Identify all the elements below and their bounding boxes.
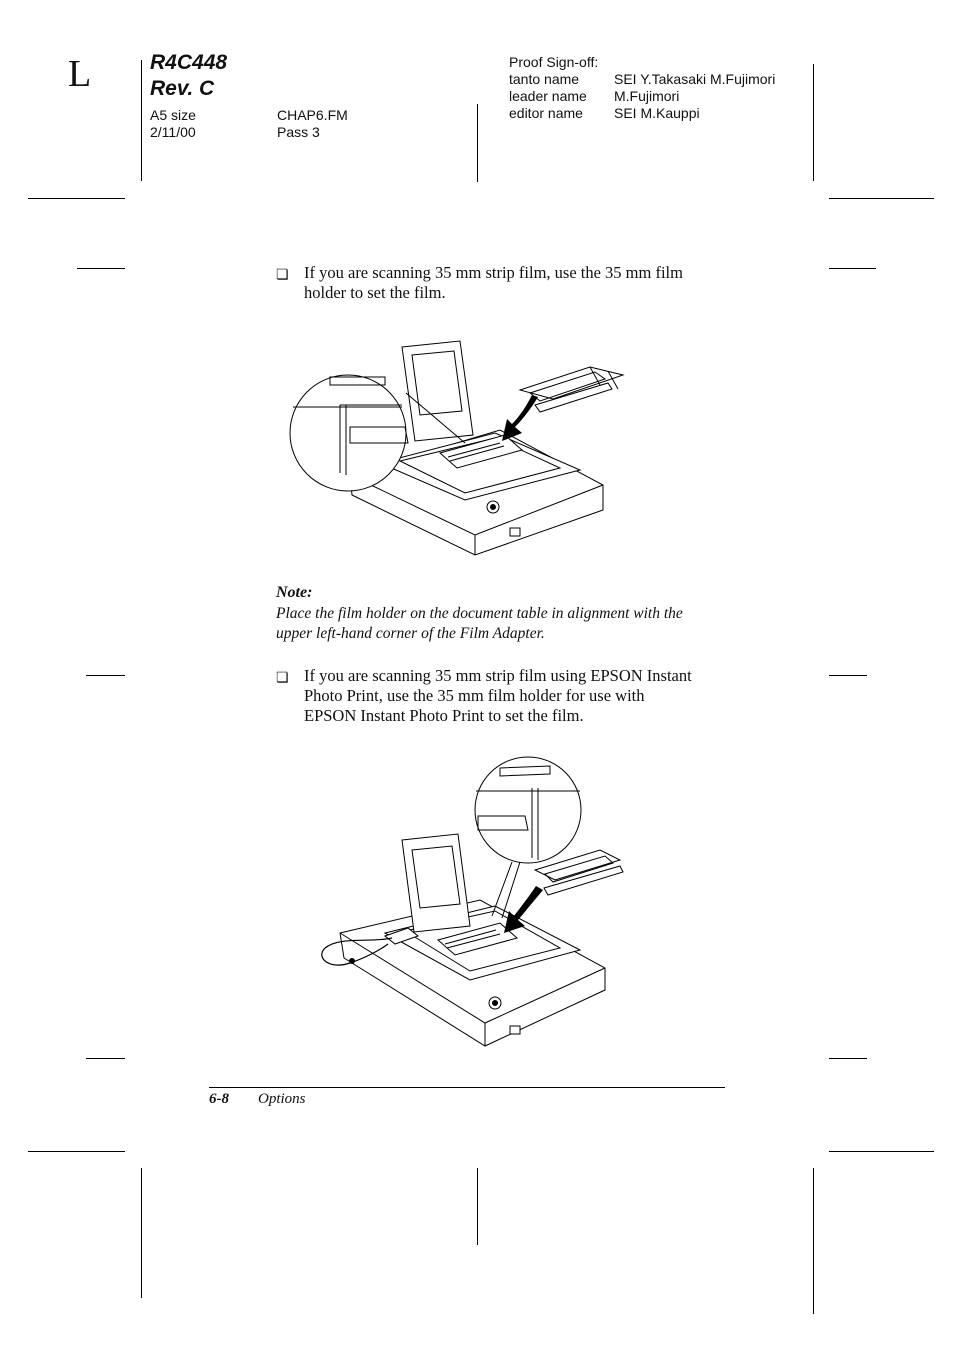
bullet-2-line: Photo Print, use the 35 mm film holder f…	[304, 686, 645, 705]
crop-mark	[28, 198, 125, 199]
section-name: Options	[258, 1091, 306, 1107]
bullet-2-text: If you are scanning 35 mm strip film usi…	[304, 666, 692, 726]
footer-rule	[209, 1087, 725, 1088]
proof-value-leader: M.Fujimori	[614, 88, 680, 104]
crop-mark	[829, 675, 867, 676]
size-label: A5 size	[150, 107, 196, 123]
detail-magnifier	[475, 757, 581, 863]
proof-label-editor: editor name	[509, 105, 583, 121]
crop-mark	[477, 104, 478, 182]
note-line: upper left-hand corner of the Film Adapt…	[276, 625, 545, 642]
bullet-1-line: If you are scanning 35 mm strip film, us…	[304, 263, 683, 282]
corner-mark: L	[68, 53, 92, 95]
proof-value-editor: SEI M.Kauppi	[614, 105, 700, 121]
film-holder	[520, 367, 623, 399]
insert-arrow-icon	[502, 395, 538, 441]
film-adapter	[380, 433, 580, 500]
code-label: R4C448	[150, 51, 228, 74]
crop-mark	[829, 268, 876, 269]
insert-arrow-icon	[504, 886, 543, 933]
bullet-1-line: holder to set the film.	[304, 283, 446, 302]
note-title: Note:	[276, 584, 313, 601]
date-label: 2/11/00	[150, 124, 196, 140]
detail-magnifier	[290, 375, 406, 491]
crop-mark	[141, 1168, 142, 1298]
crop-mark	[829, 1151, 934, 1152]
page-number: 6-8	[209, 1091, 229, 1107]
bullet-checkbox-icon: ❏	[276, 268, 289, 283]
crop-mark	[477, 1168, 478, 1245]
crop-mark	[86, 1058, 125, 1059]
file-label: CHAP6.FM	[277, 107, 348, 123]
proof-title: Proof Sign-off:	[509, 54, 599, 70]
crop-mark	[829, 1058, 867, 1059]
bullet-2-line: EPSON Instant Photo Print to set the fil…	[304, 706, 584, 725]
pass-label: Pass 3	[277, 124, 320, 140]
bullet-checkbox-icon: ❏	[276, 671, 289, 686]
adapter-lid	[402, 341, 473, 441]
crop-mark	[813, 64, 814, 181]
document-code: R4C448 Rev. C	[150, 50, 227, 102]
adapter-lid	[402, 834, 470, 932]
note-line: Place the film holder on the document ta…	[276, 605, 683, 622]
crop-mark	[829, 198, 934, 199]
proof-value-tanto: SEI Y.Takasaki M.Fujimori	[614, 71, 776, 87]
note-text: Place the film holder on the document ta…	[276, 604, 683, 644]
cable	[322, 938, 392, 965]
instant-photo-print-illustration	[320, 758, 610, 1048]
crop-mark	[813, 1168, 814, 1314]
crop-mark	[77, 268, 125, 269]
proof-label-leader: leader name	[509, 88, 587, 104]
scanner-film-holder-illustration	[290, 335, 610, 560]
crop-mark	[141, 60, 142, 181]
crop-mark	[28, 1151, 125, 1152]
bullet-2-line: If you are scanning 35 mm strip film usi…	[304, 666, 692, 685]
bullet-1-text: If you are scanning 35 mm strip film, us…	[304, 263, 683, 303]
proof-label-tanto: tanto name	[509, 71, 580, 87]
crop-mark	[86, 675, 125, 676]
revision-label: Rev. C	[150, 77, 215, 100]
